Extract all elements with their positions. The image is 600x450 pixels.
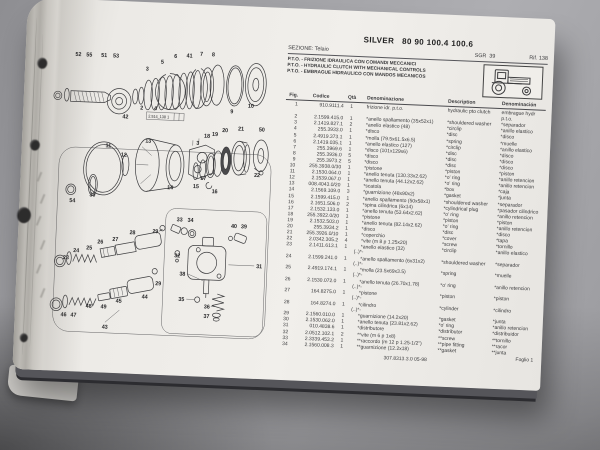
table-cell: 26 (284, 275, 291, 283)
diagram-callout-25: 25 (86, 245, 92, 251)
table-cell: 1 (342, 278, 346, 285)
diagram-callout-22: 22 (254, 173, 260, 179)
diagram-callout-26: 26 (97, 239, 103, 245)
diagram-callout-49: 49 (100, 304, 106, 310)
sheet-number: Foglio 1 (515, 356, 534, 364)
diagram-callout-14: 14 (167, 185, 174, 191)
diagram-callout-41: 41 (186, 53, 192, 59)
table-cell: 1 (340, 343, 344, 350)
diagram-callout-27: 27 (112, 237, 118, 243)
diagram-callout-29: 29 (155, 281, 161, 287)
column-header: Denominazione (366, 95, 405, 103)
diagram-callout-35: 35 (178, 297, 184, 303)
diagram-callout-9: 9 (230, 109, 233, 115)
diagram-callout-11: 11 (105, 143, 111, 149)
table-cell: 2.1560.008.3 (304, 341, 334, 349)
table-cell: 1 (343, 255, 347, 262)
diagram-callout-43: 43 (102, 324, 108, 330)
rif-ref: Rif. 138 (529, 55, 549, 62)
diagram-callout-53: 53 (113, 53, 119, 59)
diagram-artwork (49, 63, 272, 340)
tractor-icon (482, 64, 544, 100)
diagram-callout-28: 28 (129, 230, 135, 236)
table-cell: 24 (285, 252, 292, 260)
table-cell: 1 (343, 266, 347, 273)
pto-header: P.T.O. - FRIZIONE IDRAULICA CON COMANDI … (286, 56, 547, 100)
diagram-callout-18: 18 (204, 133, 210, 139)
table-cell: 34 (282, 340, 288, 348)
diagram-ref-label: 2.514_138 1 (148, 113, 169, 119)
diagram-callout-55: 55 (86, 52, 92, 58)
diagram-callout-3: 3 (146, 66, 149, 72)
diagram-callout-4: 4 (154, 106, 158, 112)
diagram-callout-33: 33 (177, 217, 183, 223)
diagram-callout-52: 52 (75, 52, 81, 58)
diagram-callout-31: 31 (256, 264, 262, 270)
diagram-callout-2: 2 (140, 105, 143, 111)
diagram-callout-42: 42 (122, 114, 128, 120)
diagram-callout-36: 36 (204, 304, 210, 310)
diagram-callout-5: 5 (161, 60, 164, 66)
diagram-callout-8: 8 (212, 52, 215, 58)
diagram-callout-50: 50 (259, 127, 265, 133)
table-cell: **gasket (437, 347, 457, 355)
exploded-diagram: 2.514_138 1 5255515335641789104224111213… (49, 52, 272, 340)
diagram-callout-13: 13 (145, 138, 151, 144)
diagram-callout-12: 12 (121, 152, 127, 158)
diagram-callout-54: 54 (69, 198, 76, 204)
diagram-callout-51: 51 (101, 53, 107, 59)
table-cell: 23 (286, 241, 293, 248)
diagram-callout-23: 23 (63, 255, 69, 261)
sgr-ref: SGR 39 (474, 52, 496, 60)
diagram-callout-34: 34 (187, 218, 194, 224)
parts-list-page: SILVER 80 90 100.4 100.6 SEZIONE: Telaio… (274, 32, 548, 385)
diagram-callout-40: 40 (231, 224, 237, 230)
diagram-callout-15: 15 (193, 184, 199, 190)
diagram-callout-47: 47 (70, 312, 76, 318)
table-cell: 28 (283, 298, 290, 306)
table-cell: 1 (350, 103, 354, 110)
column-header: Denominación (501, 101, 537, 109)
diagram-callout-17: 17 (200, 176, 206, 182)
diagram-callout-48: 48 (86, 304, 92, 310)
section-value: Telaio (314, 46, 329, 53)
column-header: Codice (312, 93, 330, 100)
diagram-callout-19: 19 (212, 132, 218, 138)
pto-lines: P.T.O. - FRIZIONE IDRAULICA CON COMANDI … (287, 56, 426, 79)
diagram-callout-30: 30 (89, 192, 95, 198)
diagram-callout-37: 37 (203, 314, 209, 320)
diagram-callout-45: 45 (116, 298, 122, 304)
table-cell: 1 (341, 301, 345, 308)
table-cell: 1 (294, 101, 298, 108)
table-cell: 27 (284, 287, 291, 294)
column-header: Description (447, 98, 476, 106)
column-header: Qtà (347, 94, 357, 101)
diagram-callout-29: 29 (152, 229, 158, 235)
diagram-callout-24: 24 (73, 248, 80, 254)
column-header: Fig. (289, 92, 299, 99)
diagram-callout-44: 44 (142, 294, 149, 300)
table-cell: 1 (344, 243, 348, 250)
diagram-callout-7: 7 (200, 52, 203, 58)
table-cell: 25 (285, 264, 292, 271)
diagram-callout-20: 20 (222, 128, 228, 134)
diagram-callout-21: 21 (238, 126, 244, 132)
table-cell: 1 (342, 289, 346, 296)
diagram-callout-46: 46 (60, 312, 66, 318)
diagram-callout-10: 10 (248, 104, 254, 110)
diagram-callout-16: 16 (211, 189, 217, 195)
diagram-callout-3: 3 (196, 141, 199, 147)
diagram-callout-32: 32 (174, 253, 180, 259)
diagram-callout-6: 6 (174, 54, 177, 60)
diagram-callout-38: 38 (179, 271, 185, 277)
diagram-callout-39: 39 (241, 224, 247, 230)
